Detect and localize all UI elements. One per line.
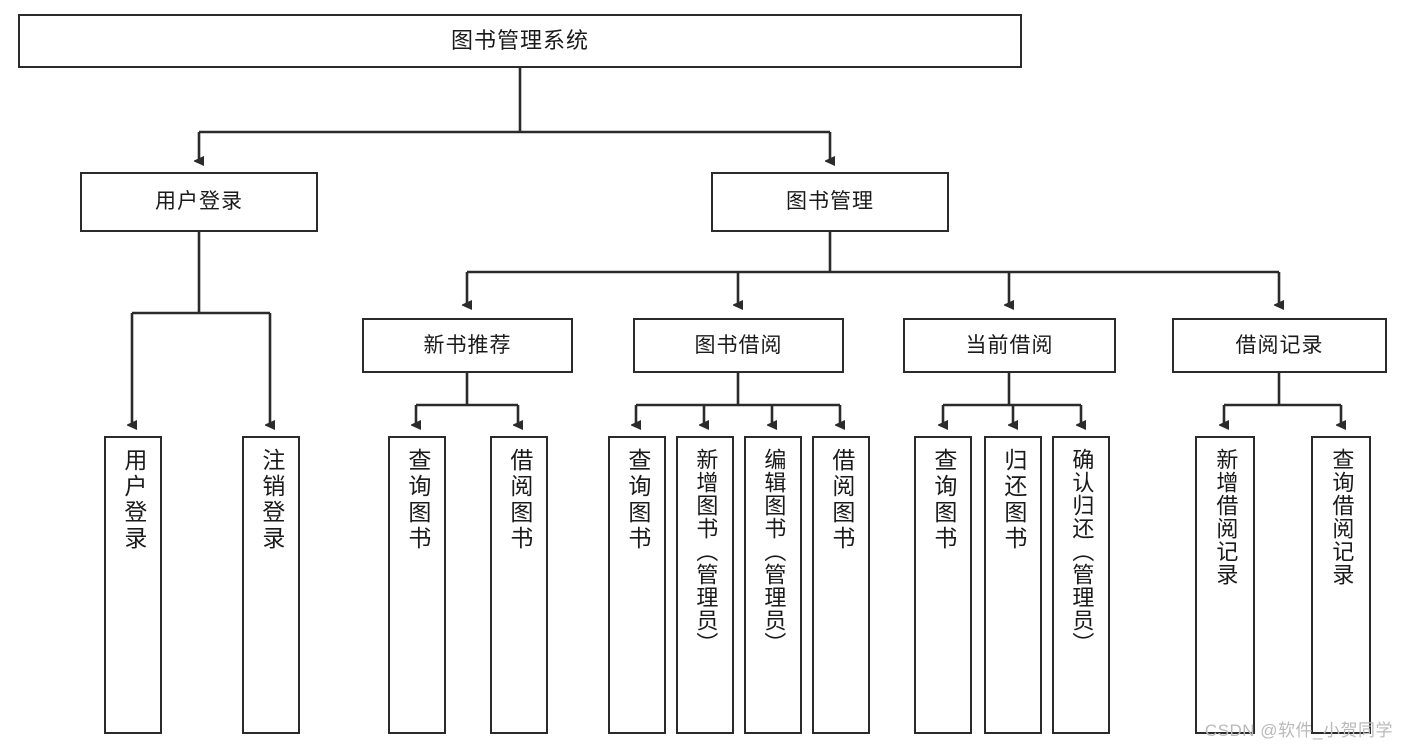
watermark-text: CSDN @软件_小贺同学 — [1204, 721, 1393, 740]
node-user-login[interactable]: 用户登录 — [80, 172, 318, 232]
leaf-query-book-borrow[interactable]: 查询图书 — [608, 436, 666, 734]
node-root[interactable]: 图书管理系统 — [18, 14, 1022, 68]
leaf-borrow-book[interactable]: 借阅图书 — [812, 436, 870, 734]
leaf-label: 用户登录 — [120, 448, 147, 552]
leaf-label: 新增图书（管理员） — [693, 448, 719, 655]
leaf-label: 新增借阅记录 — [1213, 448, 1239, 586]
leaf-label: 查询图书 — [404, 448, 431, 552]
node-current-borrow[interactable]: 当前借阅 — [903, 318, 1116, 373]
leaf-edit-book-admin[interactable]: 编辑图书（管理员） — [744, 436, 802, 734]
leaf-label: 编辑图书（管理员） — [761, 448, 787, 655]
leaf-add-borrow-record[interactable]: 新增借阅记录 — [1195, 436, 1255, 734]
leaf-label: 查询图书 — [624, 448, 651, 552]
leaf-return-book[interactable]: 归还图书 — [984, 436, 1042, 734]
node-borrow-record[interactable]: 借阅记录 — [1172, 318, 1387, 373]
leaf-label: 借阅图书 — [506, 448, 533, 552]
leaf-label: 查询借阅记录 — [1329, 448, 1355, 586]
leaf-query-book-recommend[interactable]: 查询图书 — [388, 436, 446, 734]
leaf-logout[interactable]: 注销登录 — [242, 436, 300, 734]
node-book-borrow[interactable]: 图书借阅 — [633, 318, 844, 373]
leaf-add-book-admin[interactable]: 新增图书（管理员） — [676, 436, 734, 734]
leaf-confirm-return-admin[interactable]: 确认归还（管理员） — [1052, 436, 1110, 734]
leaf-borrow-book-recommend[interactable]: 借阅图书 — [490, 436, 548, 734]
leaf-label: 注销登录 — [258, 448, 285, 552]
leaf-label: 归还图书 — [1000, 448, 1027, 552]
leaf-label: 查询图书 — [930, 448, 957, 552]
leaf-user-login[interactable]: 用户登录 — [104, 436, 162, 734]
node-book-management[interactable]: 图书管理 — [711, 172, 949, 232]
leaf-label: 借阅图书 — [828, 448, 855, 552]
node-new-book-recommend[interactable]: 新书推荐 — [362, 318, 573, 373]
leaf-query-book-current[interactable]: 查询图书 — [914, 436, 972, 734]
leaf-label: 确认归还（管理员） — [1069, 448, 1095, 655]
leaf-query-borrow-record[interactable]: 查询借阅记录 — [1311, 436, 1371, 734]
